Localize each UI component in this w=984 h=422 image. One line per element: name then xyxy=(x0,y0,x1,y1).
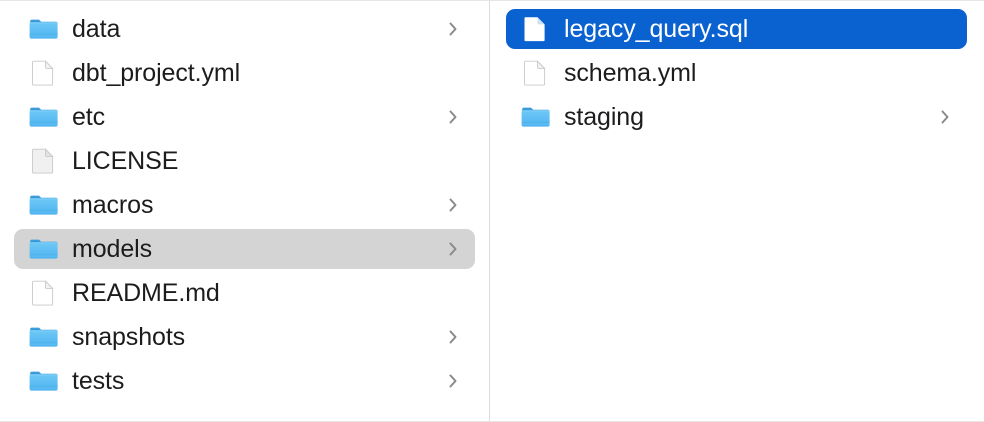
file-row[interactable]: dbt_project.yml xyxy=(14,53,475,93)
document-icon xyxy=(28,278,58,308)
chevron-right-icon[interactable] xyxy=(447,107,459,127)
file-list-models: legacy_query.sql schema.yml staging xyxy=(490,1,983,137)
chevron-right-icon[interactable] xyxy=(939,107,951,127)
folder-row[interactable]: macros xyxy=(14,185,475,225)
folder-icon xyxy=(28,366,58,396)
item-label: LICENSE xyxy=(72,147,179,175)
folder-icon xyxy=(28,234,58,264)
chevron-right-icon[interactable] xyxy=(447,195,459,215)
chevron-right-icon[interactable] xyxy=(447,327,459,347)
folder-icon xyxy=(28,14,58,44)
chevron-right-icon[interactable] xyxy=(447,371,459,391)
item-label: snapshots xyxy=(72,323,186,351)
file-row[interactable]: README.md xyxy=(14,273,475,313)
file-row[interactable]: LICENSE xyxy=(14,141,475,181)
document-icon xyxy=(28,58,58,88)
folder-row[interactable]: data xyxy=(14,9,475,49)
item-label: README.md xyxy=(72,279,220,307)
item-label: tests xyxy=(72,367,125,395)
document-plain-icon xyxy=(28,146,58,176)
folder-icon xyxy=(520,102,550,132)
item-label: data xyxy=(72,15,121,43)
item-label: legacy_query.sql xyxy=(564,15,749,43)
folder-row[interactable]: etc xyxy=(14,97,475,137)
folder-icon xyxy=(28,102,58,132)
item-label: staging xyxy=(564,103,644,131)
folder-row[interactable]: snapshots xyxy=(14,317,475,357)
file-list-project-root: data dbt_project.yml etc LICENSE xyxy=(0,1,489,401)
document-icon xyxy=(520,14,550,44)
chevron-right-icon[interactable] xyxy=(447,239,459,259)
file-column-project-root[interactable]: data dbt_project.yml etc LICENSE xyxy=(0,1,490,421)
file-row[interactable]: legacy_query.sql xyxy=(506,9,967,49)
item-label: models xyxy=(72,235,152,263)
folder-row[interactable]: models xyxy=(14,229,475,269)
folder-row[interactable]: staging xyxy=(506,97,967,137)
chevron-right-icon[interactable] xyxy=(447,19,459,39)
folder-row[interactable]: tests xyxy=(14,361,475,401)
folder-icon xyxy=(28,190,58,220)
document-icon xyxy=(520,58,550,88)
file-row[interactable]: schema.yml xyxy=(506,53,967,93)
file-column-models[interactable]: legacy_query.sql schema.yml staging xyxy=(490,1,983,421)
folder-icon xyxy=(28,322,58,352)
item-label: dbt_project.yml xyxy=(72,59,241,87)
item-label: macros xyxy=(72,191,154,219)
item-label: schema.yml xyxy=(564,59,697,87)
item-label: etc xyxy=(72,103,106,131)
